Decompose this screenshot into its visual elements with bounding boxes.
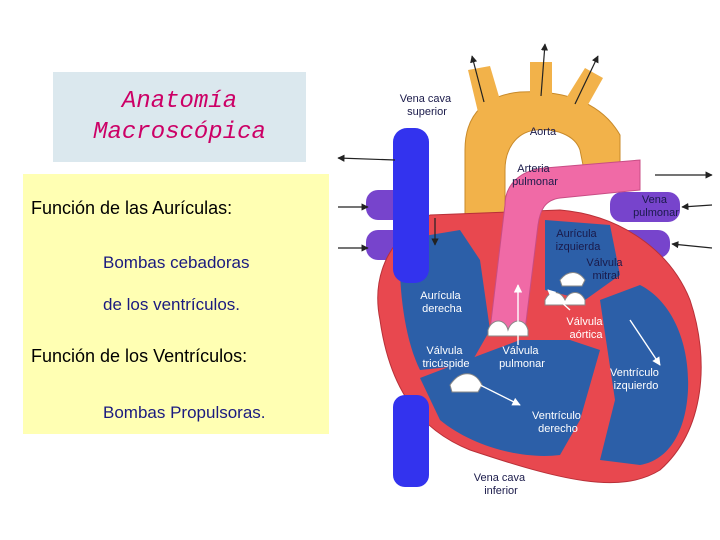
title-box: Anatomía Macroscópica: [53, 72, 306, 162]
aorta-shape: [464, 62, 621, 216]
heart-diagram: Vena cava superior Aorta Arteria pulmona…: [337, 43, 713, 497]
pulmonary-artery-shape: [489, 159, 641, 331]
label-auricula-izquierda: Aurícula izquierda: [556, 228, 602, 253]
label-valvula-pulmonar: Válvula pulmonar: [499, 345, 545, 370]
label-ventriculo-izquierdo: Ventrículo izquierdo: [610, 367, 662, 392]
title-line-1: Anatomía: [121, 88, 238, 115]
left-ventricle-shape: [600, 285, 689, 465]
content-box: Función de las Aurículas: Bombas cebador…: [23, 174, 329, 434]
label-vena-pulmonar: Vena pulmonar: [633, 194, 679, 219]
label-valvula-tricuspide: Válvula tricúspide: [422, 345, 469, 370]
atria-text-line1: Bombas cebadoras: [103, 253, 250, 272]
label-vena-cava-inferior: Vena cava inferior: [474, 472, 528, 497]
flow-arrows: [337, 43, 713, 252]
right-ventricle-shape: [420, 340, 600, 456]
label-valvula-aortica: Válvula aórtica: [566, 316, 605, 341]
ventricles-text: Bombas Propulsoras.: [103, 403, 266, 422]
label-auricula-derecha: Aurícula derecha: [420, 290, 463, 315]
label-vena-cava-superior: Vena cava superior: [400, 93, 454, 118]
vena-cava-shape: [393, 128, 429, 487]
label-arteria-pulmonar: Arteria pulmonar: [512, 163, 558, 188]
ventricles-heading: Función de los Ventrículos:: [31, 346, 248, 366]
flow-arrows-white: [469, 284, 661, 406]
label-ventriculo-derecho: Ventrículo derecho: [532, 410, 584, 435]
label-aorta: Aorta: [530, 126, 557, 138]
label-valvula-mitral: Válvula mitral: [586, 257, 625, 282]
title-line-2: Macroscópica: [93, 119, 266, 146]
atria-heading: Función de las Aurículas:: [31, 198, 233, 218]
atria-text-line2: de los ventrículos.: [103, 295, 241, 314]
